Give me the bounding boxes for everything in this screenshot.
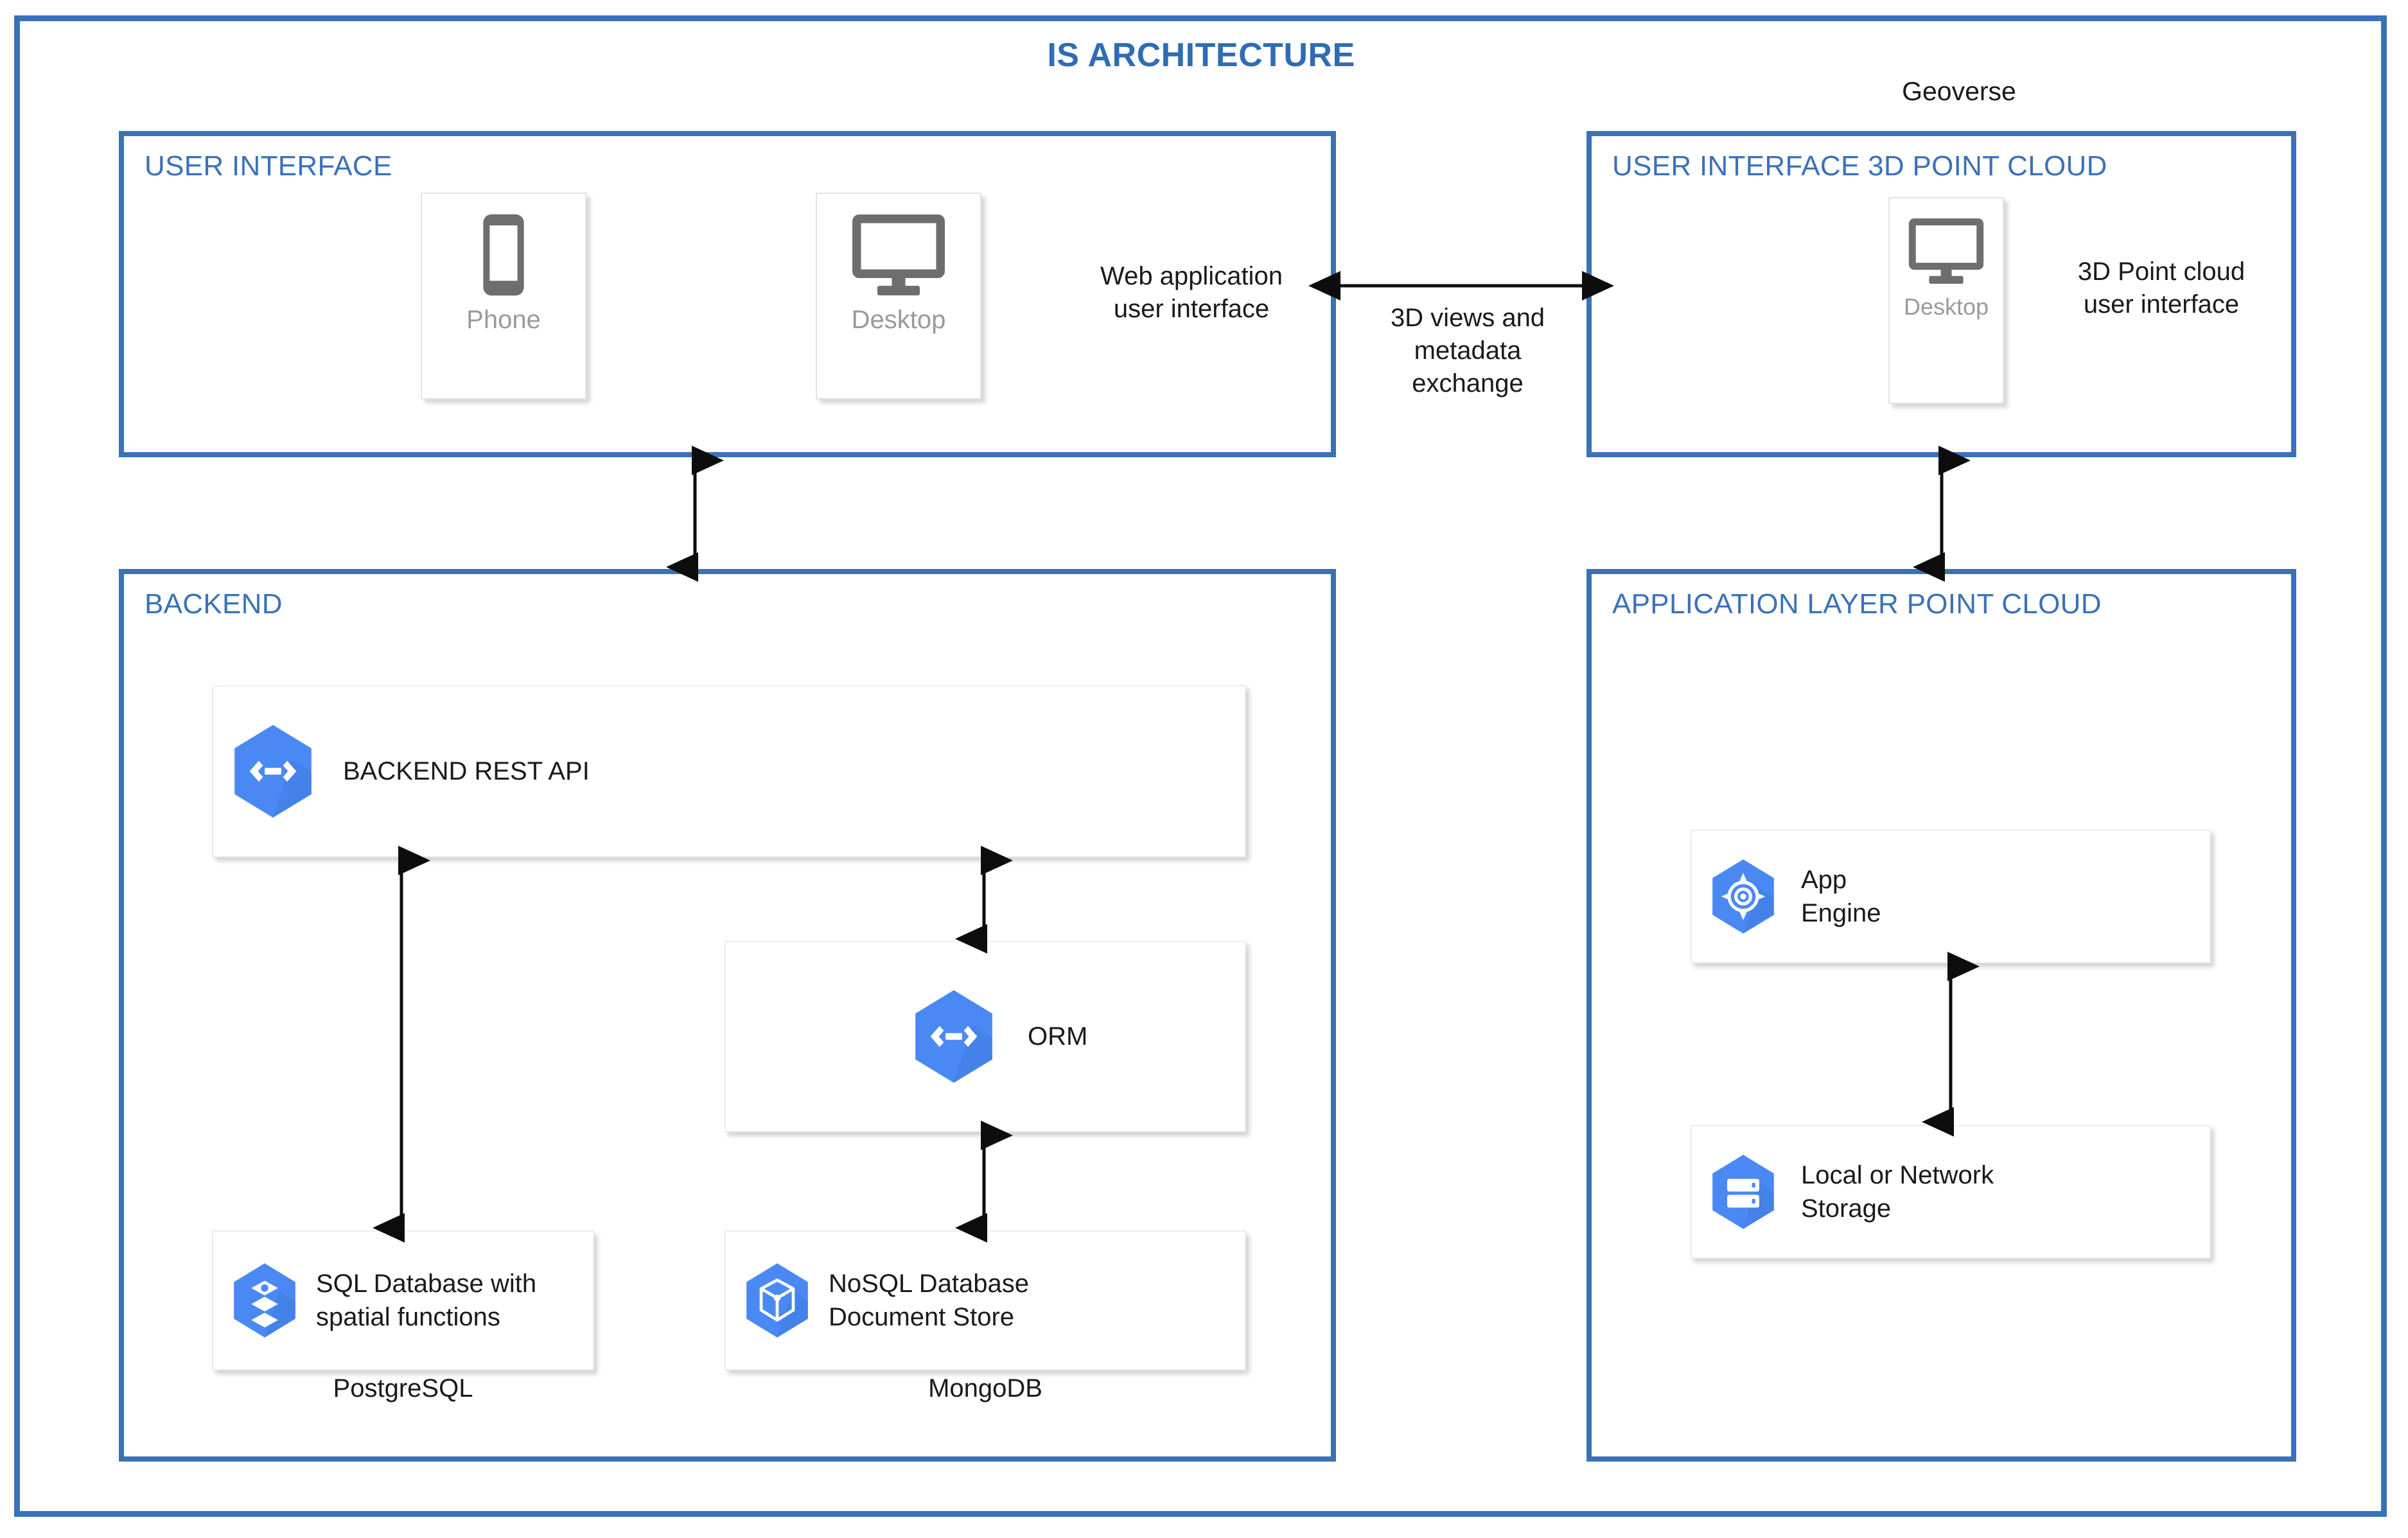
group-user-interface: USER INTERFACE: [119, 131, 1336, 457]
group-title-backend: BACKEND: [145, 588, 283, 620]
device-card-desktop[interactable]: Desktop: [816, 193, 981, 399]
connector-app-engine-to-storage: [1922, 952, 1980, 1137]
app-engine-icon: [1710, 858, 1777, 935]
component-card-backend-rest-api[interactable]: BACKEND REST API: [212, 685, 1246, 857]
component-card-storage[interactable]: Local or Network Storage: [1691, 1125, 2211, 1259]
component-label-sql-database: SQL Database with spatial functions: [316, 1270, 537, 1331]
device-card-phone[interactable]: Phone: [421, 193, 586, 399]
page-title: IS ARCHITECTURE: [1047, 37, 1355, 74]
component-label-backend-rest-api: BACKEND REST API: [343, 757, 590, 785]
component-card-sql-database[interactable]: SQL Database with spatial functions: [212, 1230, 594, 1370]
cloud-endpoints-icon: [912, 988, 996, 1085]
connector-ui-to-backend: [666, 446, 724, 582]
connector-ui-to-ui3d: [1308, 271, 1614, 301]
component-card-nosql-database[interactable]: NoSQL Database Document Store: [725, 1230, 1246, 1370]
component-label-nosql-database: NoSQL Database Document Store: [829, 1270, 1030, 1331]
phone-icon: [474, 211, 533, 299]
group-title-application-layer: APPLICATION LAYER POINT CLOUD: [1612, 588, 2102, 620]
storage-icon: [1710, 1153, 1777, 1230]
geoverse-label: Geoverse: [1902, 76, 2016, 106]
document-store-icon: [744, 1262, 811, 1339]
connector-orm-to-nosql: [955, 1121, 1013, 1243]
connector-ui3d-to-application-layer: [1913, 446, 1971, 582]
component-label-storage: Local or Network Storage: [1801, 1161, 1994, 1223]
caption-postgresql: PostgreSQL: [333, 1374, 473, 1403]
desktop-icon: [848, 211, 949, 299]
component-card-app-engine[interactable]: App Engine: [1691, 830, 2211, 963]
database-layers-icon: [231, 1262, 298, 1339]
component-card-orm[interactable]: ORM: [725, 941, 1246, 1132]
caption-mongodb: MongoDB: [928, 1374, 1042, 1403]
component-label-app-engine: App Engine: [1801, 866, 1881, 927]
component-label-orm: ORM: [1028, 1022, 1088, 1051]
device-card-desktop-3d[interactable]: Desktop: [1888, 197, 2004, 404]
group-title-user-interface-3d: USER INTERFACE 3D POINT CLOUD: [1612, 150, 2107, 182]
annotation-web-application: Web application user interface: [1100, 262, 1283, 324]
connector-rest-api-to-sql: [373, 846, 430, 1243]
annotation-exchange: 3D views and metadata exchange: [1390, 304, 1545, 398]
desktop-icon: [1906, 215, 1987, 287]
device-label-phone: Phone: [466, 306, 541, 334]
group-title-user-interface: USER INTERFACE: [145, 150, 392, 182]
device-label-desktop: Desktop: [851, 306, 946, 334]
cloud-endpoints-icon: [231, 723, 315, 819]
device-label-desktop-3d: Desktop: [1903, 293, 1989, 320]
connector-rest-api-to-orm: [955, 846, 1013, 954]
annotation-point-cloud-ui: 3D Point cloud user interface: [2077, 258, 2245, 319]
